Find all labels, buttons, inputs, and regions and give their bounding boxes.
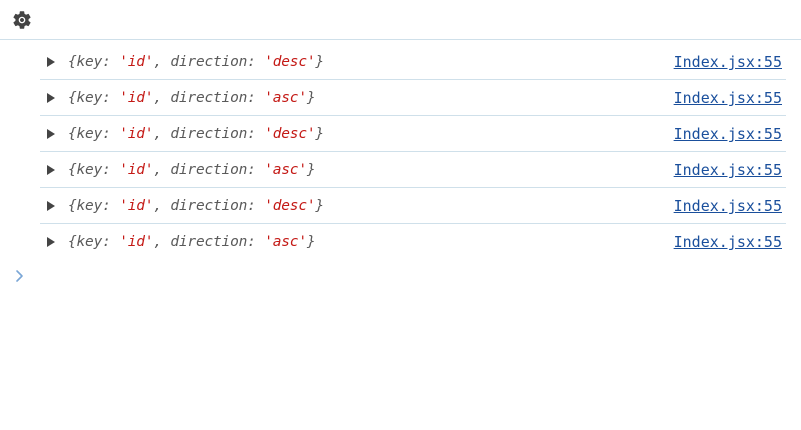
brace-open: { [68,54,77,70]
key-value: 'id' [119,234,154,250]
colon: : [102,90,111,106]
console-log-row: {key: 'id', direction: 'asc'} Index.jsx:… [40,80,786,116]
gear-icon[interactable] [11,9,33,31]
log-object-preview[interactable]: {key: 'id', direction: 'desc'} [68,116,324,152]
direction-value: 'asc' [264,90,307,106]
brace-close: } [315,126,324,142]
colon: : [102,126,111,142]
expand-caret-icon[interactable] [47,57,55,67]
direction-value: 'desc' [264,198,316,214]
console-toolbar [0,0,801,40]
key-value: 'id' [119,54,154,70]
colon: : [247,198,256,214]
expand-caret-icon[interactable] [47,201,55,211]
key-value: 'id' [119,90,154,106]
colon: : [102,54,111,70]
expand-caret-icon[interactable] [47,93,55,103]
console-log-row: {key: 'id', direction: 'desc'} Index.jsx… [40,44,786,80]
brace-close: } [315,54,324,70]
expand-caret-icon[interactable] [47,237,55,247]
key-value: 'id' [119,162,154,178]
colon: : [247,54,256,70]
log-object-preview[interactable]: {key: 'id', direction: 'desc'} [68,44,324,80]
source-link[interactable]: Index.jsx:55 [673,233,782,251]
log-object-preview[interactable]: {key: 'id', direction: 'asc'} [68,224,316,260]
log-object-preview[interactable]: {key: 'id', direction: 'asc'} [68,80,316,116]
direction-label: direction [170,90,248,106]
brace-close: } [306,234,316,250]
direction-label: direction [170,126,248,142]
brace-close: } [306,90,316,106]
direction-label: direction [170,198,248,214]
console-log-row: {key: 'id', direction: 'asc'} Index.jsx:… [40,224,786,260]
direction-label: direction [170,162,248,178]
direction-label: direction [170,234,248,250]
comma: , [153,54,162,70]
direction-label: direction [170,54,248,70]
colon: : [247,234,256,250]
console-log-row: {key: 'id', direction: 'desc'} Index.jsx… [40,116,786,152]
brace-close: } [315,198,324,214]
colon: : [247,126,256,142]
brace-open: { [68,198,77,214]
key-label: key [76,126,103,142]
key-label: key [76,162,103,178]
console-log-list: {key: 'id', direction: 'desc'} Index.jsx… [40,44,786,260]
source-link[interactable]: Index.jsx:55 [673,53,782,71]
expand-caret-icon[interactable] [47,129,55,139]
brace-open: { [68,126,77,142]
colon: : [247,162,256,178]
colon: : [102,162,111,178]
source-link[interactable]: Index.jsx:55 [673,161,782,179]
brace-open: { [68,90,77,106]
log-object-preview[interactable]: {key: 'id', direction: 'desc'} [68,188,324,224]
brace-close: } [306,162,316,178]
console-log-row: {key: 'id', direction: 'asc'} Index.jsx:… [40,152,786,188]
expand-caret-icon[interactable] [47,165,55,175]
log-object-preview[interactable]: {key: 'id', direction: 'asc'} [68,152,316,188]
direction-value: 'asc' [264,162,307,178]
source-link[interactable]: Index.jsx:55 [673,89,782,107]
key-value: 'id' [119,126,154,142]
key-value: 'id' [119,198,154,214]
comma: , [153,198,162,214]
key-label: key [76,198,103,214]
comma: , [153,126,162,142]
comma: , [153,90,162,106]
comma: , [153,234,162,250]
direction-value: 'desc' [264,126,316,142]
key-label: key [76,90,103,106]
brace-open: { [68,162,77,178]
key-label: key [76,54,103,70]
colon: : [102,234,111,250]
colon: : [247,90,256,106]
direction-value: 'desc' [264,54,316,70]
colon: : [102,198,111,214]
chevron-right-icon[interactable] [14,268,24,284]
source-link[interactable]: Index.jsx:55 [673,125,782,143]
brace-open: { [68,234,77,250]
key-label: key [76,234,103,250]
source-link[interactable]: Index.jsx:55 [673,197,782,215]
direction-value: 'asc' [264,234,307,250]
comma: , [153,162,162,178]
console-log-row: {key: 'id', direction: 'desc'} Index.jsx… [40,188,786,224]
